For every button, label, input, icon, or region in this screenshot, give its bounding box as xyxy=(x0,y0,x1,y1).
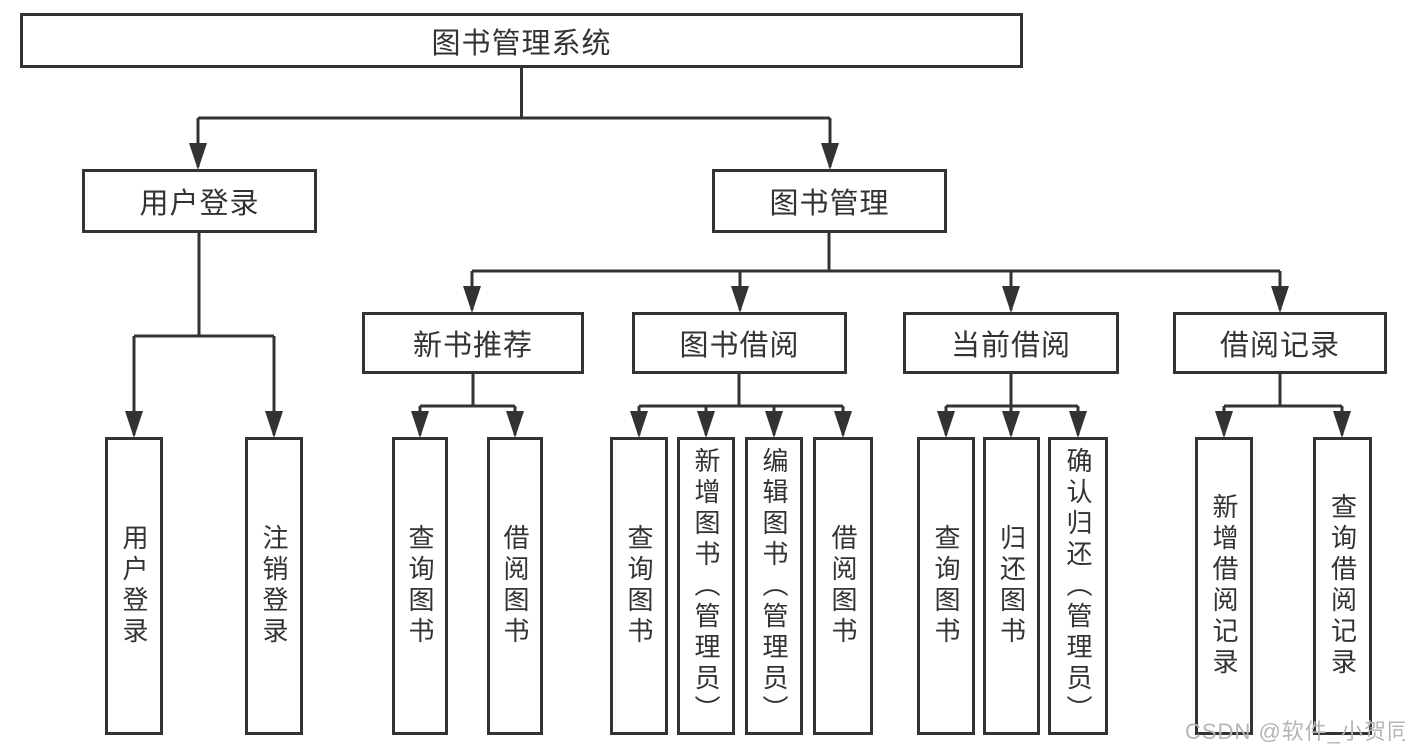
node-root-system-label: 图书管理系统 xyxy=(431,27,612,60)
node-new-book-recommend: 新书推荐 xyxy=(362,312,584,374)
arrowhead xyxy=(265,411,283,438)
connector-current-borrow xyxy=(944,372,1080,435)
leaf-query-borrow-record-label: 查询借阅记录 xyxy=(1327,493,1358,679)
leaf-borrow-book-2-label: 借阅图书 xyxy=(828,524,858,648)
leaf-borrow-book-1-label: 借阅图书 xyxy=(500,524,530,648)
arrowhead xyxy=(411,411,429,438)
arrowhead xyxy=(1333,411,1351,438)
leaf-edit-book-admin-label: 编辑图书（管理员） xyxy=(759,446,789,726)
arrowhead xyxy=(1215,411,1233,438)
arrowhead xyxy=(125,411,143,438)
arrowhead xyxy=(937,411,955,438)
leaf-logout: 注销登录 xyxy=(245,437,303,735)
leaf-query-book-2-label: 查询图书 xyxy=(624,524,654,648)
arrowhead xyxy=(1069,411,1087,438)
leaf-borrow-book-2: 借阅图书 xyxy=(813,437,873,735)
leaf-user-login: 用户登录 xyxy=(105,437,163,735)
connector-new-book-recommend xyxy=(418,372,517,435)
connector-book-borrow xyxy=(637,372,845,435)
arrowhead xyxy=(697,411,715,438)
connector-book-management xyxy=(470,231,1282,310)
leaf-return-book-label: 归还图书 xyxy=(996,524,1027,648)
node-user-login: 用户登录 xyxy=(82,169,317,233)
arrowhead xyxy=(189,143,207,170)
node-user-login-label: 用户登录 xyxy=(139,188,260,220)
arrowhead xyxy=(1271,286,1289,313)
leaf-query-book-2: 查询图书 xyxy=(610,437,668,735)
leaf-query-book-3-label: 查询图书 xyxy=(931,524,961,648)
arrowhead xyxy=(821,143,839,170)
leaf-add-borrow-record: 新增借阅记录 xyxy=(1195,437,1253,735)
arrowhead xyxy=(834,411,852,438)
connector-root xyxy=(196,66,832,167)
node-book-management-label: 图书管理 xyxy=(769,188,890,220)
leaf-user-login-label: 用户登录 xyxy=(119,524,149,648)
arrowhead xyxy=(630,411,648,438)
arrowhead xyxy=(506,411,524,438)
node-borrow-records-label: 借阅记录 xyxy=(1219,330,1340,362)
node-book-borrow: 图书借阅 xyxy=(632,312,847,374)
arrowhead xyxy=(463,286,481,313)
arrowhead xyxy=(731,286,749,313)
arrowhead xyxy=(765,411,783,438)
arrowhead xyxy=(1002,286,1020,313)
connector-user-login xyxy=(132,231,276,435)
leaf-add-book-admin: 新增图书（管理员） xyxy=(677,437,735,735)
csdn-watermark: CSDN @软件_小贺同学 xyxy=(1185,719,1405,744)
arrowhead xyxy=(1002,411,1020,438)
leaf-query-book-1: 查询图书 xyxy=(392,437,448,735)
leaf-add-borrow-record-label: 新增借阅记录 xyxy=(1209,493,1239,679)
leaf-add-book-admin-label: 新增图书（管理员） xyxy=(691,446,721,726)
leaf-confirm-return-admin: 确认归还（管理员） xyxy=(1048,437,1108,735)
leaf-query-book-1-label: 查询图书 xyxy=(405,524,435,648)
leaf-edit-book-admin: 编辑图书（管理员） xyxy=(745,437,803,735)
node-borrow-records: 借阅记录 xyxy=(1173,312,1387,374)
node-book-management: 图书管理 xyxy=(712,169,947,233)
leaf-borrow-book-1: 借阅图书 xyxy=(487,437,543,735)
leaf-query-book-3: 查询图书 xyxy=(917,437,975,735)
leaf-confirm-return-admin-label: 确认归还（管理员） xyxy=(1063,446,1093,726)
leaf-query-borrow-record: 查询借阅记录 xyxy=(1313,437,1372,735)
leaf-logout-label: 注销登录 xyxy=(259,524,289,648)
leaf-return-book: 归还图书 xyxy=(983,437,1040,735)
node-current-borrow-label: 当前借阅 xyxy=(950,330,1071,362)
node-new-book-recommend-label: 新书推荐 xyxy=(412,330,533,362)
node-root-system: 图书管理系统 xyxy=(20,13,1023,68)
node-book-borrow-label: 图书借阅 xyxy=(679,330,800,362)
node-current-borrow: 当前借阅 xyxy=(903,312,1119,374)
connector-borrow-records xyxy=(1222,372,1344,435)
